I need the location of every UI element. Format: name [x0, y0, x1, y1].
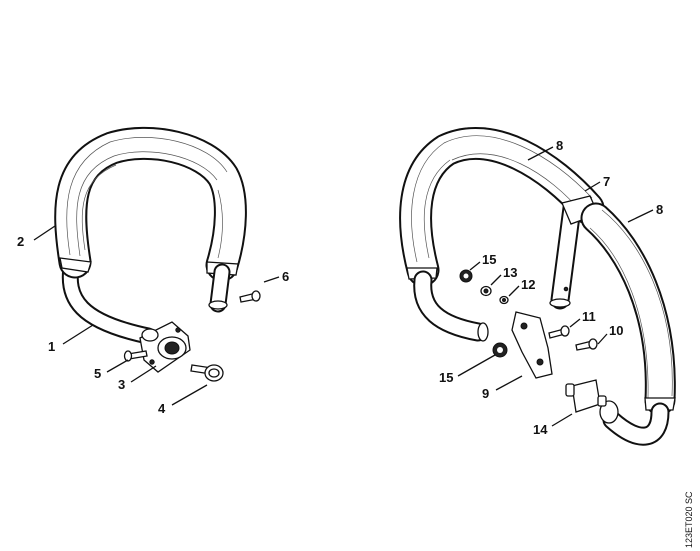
- callout-11: 11: [582, 309, 596, 324]
- nut-15-lower: [492, 342, 508, 358]
- callout-2: 2: [17, 234, 24, 249]
- callout-13: 13: [503, 265, 517, 280]
- av-buffer-14: [565, 379, 607, 413]
- callout-4: 4: [158, 401, 166, 416]
- right-handle-assembly: [399, 126, 676, 446]
- callout-9: 9: [482, 386, 489, 401]
- callout-8-right: 8: [656, 202, 663, 217]
- mounting-bracket: [139, 321, 191, 373]
- nut-13: [480, 285, 492, 297]
- handle-grip-right: [580, 202, 676, 416]
- handlebar-grip: [54, 126, 247, 282]
- callout-14: 14: [533, 422, 548, 437]
- document-code: 123ET020 SC: [684, 491, 694, 548]
- bracket-plate-9: [511, 311, 553, 379]
- callout-12: 12: [521, 277, 535, 292]
- callout-1: 1: [48, 339, 55, 354]
- screw-11: [548, 325, 570, 339]
- callout-3: 3: [118, 377, 125, 392]
- leader-lines: [33, 146, 654, 427]
- screw-5: [123, 350, 148, 362]
- handle-tube-inner: [549, 198, 582, 310]
- callout-10: 10: [609, 323, 623, 338]
- callout-15-lower: 15: [439, 370, 453, 385]
- callout-6: 6: [282, 269, 289, 284]
- handlebar-tube-end: [208, 263, 231, 313]
- washer-12: [499, 295, 509, 305]
- collar-screw-4: [190, 364, 224, 382]
- screw-6: [239, 290, 261, 303]
- left-handlebar-assembly: [54, 126, 261, 382]
- handle-tube-left: [413, 270, 489, 342]
- callout-15-upper: 15: [482, 252, 496, 267]
- callout-labels: 1 2 3 4 5 6 7 8 8 9 10 11 12 13 14 15 15: [17, 138, 663, 437]
- screw-10: [575, 338, 598, 351]
- callout-5: 5: [94, 366, 101, 381]
- callout-8-upper: 8: [556, 138, 563, 153]
- callout-7: 7: [603, 174, 610, 189]
- nut-15-upper: [459, 269, 473, 283]
